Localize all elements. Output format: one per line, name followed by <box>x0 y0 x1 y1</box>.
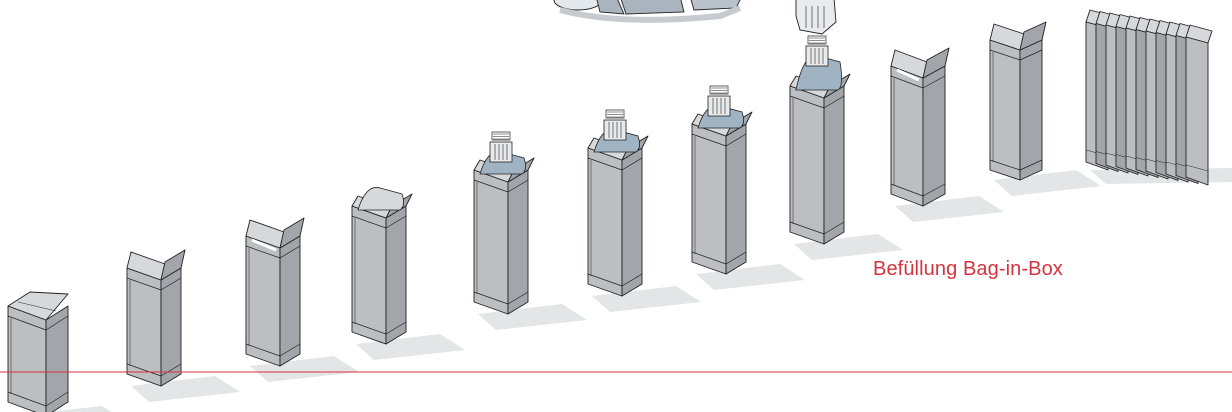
carton-stage-3 <box>246 218 304 366</box>
carton-side <box>46 306 68 412</box>
carton-side <box>824 86 844 244</box>
filling-machine <box>554 0 836 34</box>
caption-label: Befüllung Bag-in-Box <box>873 258 1063 281</box>
carton-stage-4 <box>352 187 412 344</box>
carton-side <box>923 66 945 206</box>
carton-side <box>386 206 406 344</box>
carton-stage-10 <box>990 22 1046 180</box>
bag <box>358 187 404 210</box>
carton-side <box>1020 40 1042 180</box>
filling-machine-parts <box>554 0 836 34</box>
carton-stage-2 <box>127 250 185 386</box>
carton-stage-8 <box>790 36 850 244</box>
carton-stage-7 <box>692 86 752 274</box>
spout-clip <box>490 142 512 162</box>
carton-front <box>790 86 824 244</box>
carton-side <box>726 124 746 274</box>
carton-front <box>990 40 1020 180</box>
machine-housing <box>620 0 684 14</box>
carton-side <box>161 268 181 386</box>
carton-stage-1 <box>8 292 68 412</box>
blank-panel <box>1186 37 1208 185</box>
carton-stage-6 <box>588 110 648 296</box>
machine-part <box>596 0 624 14</box>
carton-front <box>246 236 280 366</box>
carton-front <box>891 66 923 206</box>
spout-clip <box>806 46 828 66</box>
carton-side <box>622 148 642 296</box>
carton-front <box>8 306 46 412</box>
spout-clip <box>604 120 626 140</box>
carton-stage-9 <box>891 48 949 206</box>
carton-front <box>692 124 726 274</box>
filling-head <box>796 0 836 34</box>
carton-front <box>127 268 161 386</box>
carton-stage-11 <box>1086 10 1212 185</box>
carton-stage-5 <box>474 132 534 314</box>
carton-sequence <box>8 10 1212 412</box>
carton-front <box>588 148 622 296</box>
carton-side <box>280 236 300 366</box>
carton-front <box>474 170 508 314</box>
carton-front <box>352 206 386 344</box>
spout-clip <box>708 96 730 116</box>
carton-side <box>508 170 528 314</box>
